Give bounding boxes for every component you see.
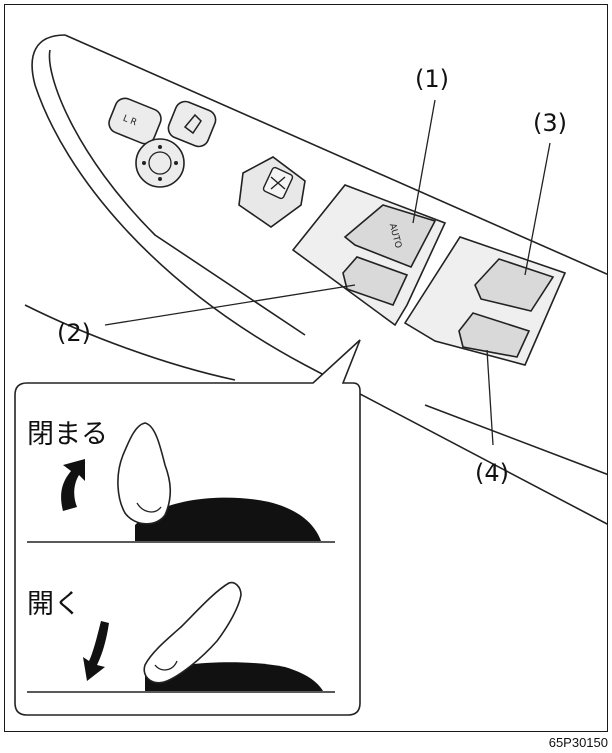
open-switch-shape bbox=[145, 662, 323, 691]
open-finger bbox=[143, 581, 242, 684]
leader-4 bbox=[486, 349, 494, 446]
callout-3-label: (3) bbox=[533, 109, 567, 137]
armrest-bottom-edge bbox=[424, 404, 607, 476]
window-lock-icon bbox=[270, 176, 286, 190]
armrest-lower-curve bbox=[24, 304, 236, 381]
close-instruction-label: 閉まる bbox=[27, 419, 108, 450]
armrest-inner-edge bbox=[48, 49, 306, 336]
close-arrow-up-icon bbox=[61, 459, 85, 511]
window-lock-switch[interactable] bbox=[238, 156, 306, 228]
leader-2 bbox=[104, 284, 356, 326]
open-fingernail bbox=[154, 660, 178, 671]
mirror-knob-inner bbox=[148, 151, 172, 175]
mirror-fold-icon bbox=[183, 113, 202, 135]
passenger-window-switch-housing bbox=[403, 236, 567, 366]
operation-inset: 閉まる 開く bbox=[14, 339, 361, 716]
mirror-lr-label: L R bbox=[121, 114, 138, 129]
close-fingernail bbox=[136, 502, 162, 513]
open-instruction-label: 開く bbox=[27, 589, 81, 620]
driver-upper-switch-auto[interactable] bbox=[343, 204, 437, 269]
leader-1 bbox=[412, 99, 436, 224]
callout-2-label: (2) bbox=[57, 319, 91, 347]
leader-3 bbox=[524, 142, 551, 276]
armrest-outer-edge bbox=[31, 34, 607, 525]
open-arrow-down-icon bbox=[83, 621, 109, 681]
close-finger bbox=[117, 422, 172, 525]
callout-leaders bbox=[104, 99, 551, 446]
figure-code: 65P30150 bbox=[548, 735, 608, 750]
diagram-frame: L R AUTO (1) (2) (3) (4) bbox=[4, 4, 608, 732]
mirror-direction-arrows-icon bbox=[142, 145, 178, 181]
callout-4-label: (4) bbox=[475, 459, 509, 487]
mirror-control-cluster: L R bbox=[106, 95, 218, 188]
mirror-adjust-knob[interactable] bbox=[135, 138, 185, 188]
door-armrest bbox=[24, 34, 607, 525]
passenger-lower-switch[interactable] bbox=[458, 312, 531, 358]
mirror-fold-button[interactable] bbox=[165, 99, 218, 150]
mirror-select-lr-button[interactable] bbox=[106, 95, 164, 146]
power-window-switch-diagram: L R AUTO (1) (2) (3) (4) bbox=[14, 34, 607, 716]
armrest-top-edge bbox=[64, 34, 607, 275]
passenger-upper-switch[interactable] bbox=[474, 258, 555, 312]
callout-1-label: (1) bbox=[415, 65, 449, 93]
close-switch-shape bbox=[135, 497, 321, 541]
